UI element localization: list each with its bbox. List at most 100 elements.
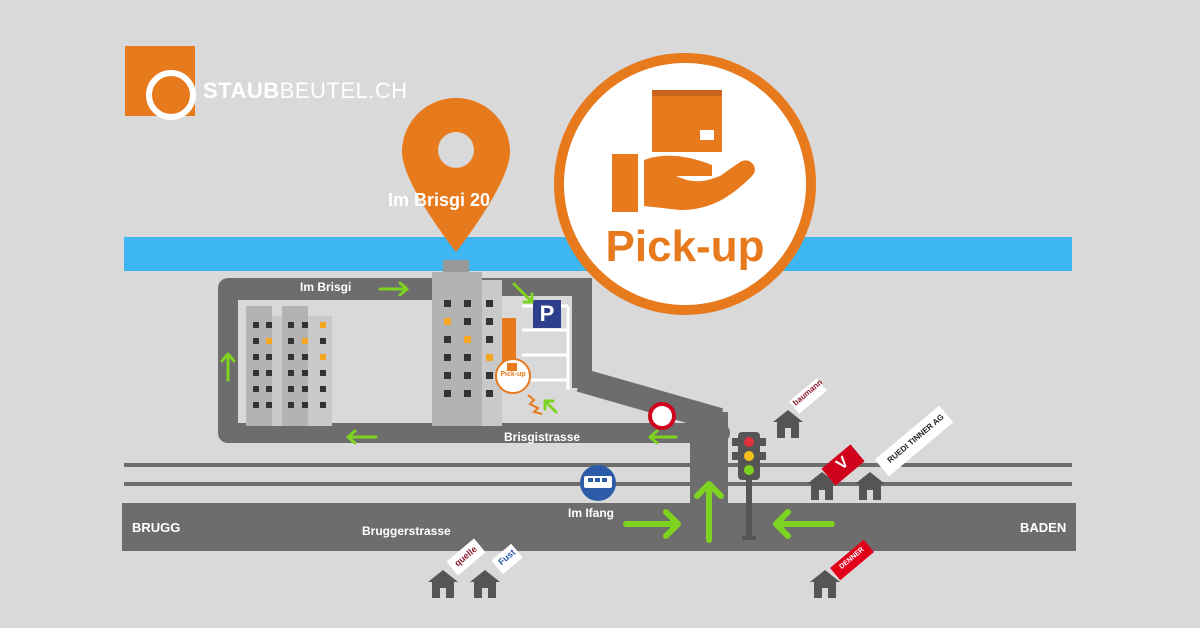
- logo: [125, 46, 196, 120]
- traffic-light-icon: [732, 432, 766, 540]
- main-building-roof: [443, 260, 469, 272]
- house-icon: [807, 472, 837, 500]
- window: [486, 354, 493, 361]
- parking-label: P: [539, 301, 555, 326]
- street-brisgistrasse: Brisgistrasse: [504, 430, 581, 444]
- window: [444, 318, 451, 325]
- address-label: Im Brisgi 20: [388, 190, 491, 210]
- main-building-side: [482, 280, 502, 426]
- window: [266, 402, 272, 408]
- shop-tag-volg: [821, 444, 865, 486]
- logo-name-regular: BEUTEL.CH: [279, 78, 408, 103]
- window: [320, 354, 326, 360]
- shop-tag-tinner: [874, 405, 954, 477]
- houses: [428, 410, 885, 598]
- window: [266, 338, 272, 344]
- pickup-door: [502, 318, 516, 362]
- bus-stop-icon: [580, 465, 616, 501]
- pickup-badge: [495, 358, 531, 394]
- window: [320, 402, 326, 408]
- window: [288, 386, 294, 392]
- main-arrows: [623, 481, 835, 543]
- window: [486, 318, 493, 325]
- hand-with-package-icon: [612, 90, 755, 212]
- window: [288, 338, 294, 344]
- direction-baden: BADEN: [1020, 520, 1067, 535]
- parking-icon: [533, 300, 561, 328]
- window: [444, 354, 451, 361]
- street-im-ifang: Im Ifang: [568, 506, 615, 520]
- window: [486, 372, 493, 379]
- east-side-road: [570, 278, 592, 388]
- window: [464, 300, 471, 307]
- window: [302, 370, 308, 376]
- pickup-zigzag: [527, 394, 543, 415]
- window: [444, 300, 451, 307]
- residential-windows: [253, 322, 326, 408]
- window: [464, 318, 471, 325]
- pickup-badge-label: Pick-up: [500, 371, 526, 378]
- arrow-icon: [220, 352, 236, 382]
- window: [320, 386, 326, 392]
- window: [320, 338, 326, 344]
- house-icon: [428, 570, 458, 598]
- window: [253, 354, 259, 360]
- shop-tag-baumann: [789, 378, 827, 414]
- window: [444, 372, 451, 379]
- logo-name-bold: STAUB: [203, 78, 280, 103]
- window: [302, 322, 308, 328]
- window: [320, 370, 326, 376]
- house-icon: [773, 410, 803, 438]
- window: [302, 354, 308, 360]
- window: [288, 322, 294, 328]
- window: [464, 354, 471, 361]
- arrow-icon: [694, 481, 724, 543]
- house-icon: [810, 570, 840, 598]
- window: [253, 370, 259, 376]
- shop-tag-fust: [491, 543, 523, 575]
- window: [444, 336, 451, 343]
- arrow-icon: [346, 429, 378, 445]
- window: [266, 322, 272, 328]
- window: [320, 322, 326, 328]
- window: [253, 338, 259, 344]
- shop-tag-denner: [830, 539, 874, 581]
- shop-tags: [446, 378, 954, 581]
- window: [253, 386, 259, 392]
- window: [302, 338, 308, 344]
- window: [266, 354, 272, 360]
- arrow-icon: [378, 281, 409, 297]
- arrow-icon: [773, 509, 835, 539]
- arrow-icon: [623, 509, 681, 539]
- window: [302, 386, 308, 392]
- pickup-label: Pick-up: [605, 222, 765, 271]
- arrow-icon: [648, 429, 678, 445]
- main-building: [432, 272, 482, 426]
- window: [288, 354, 294, 360]
- window: [288, 370, 294, 376]
- shop-tag-quelle: [446, 538, 486, 576]
- window: [486, 300, 493, 307]
- arrow-icon: [543, 399, 558, 414]
- window: [302, 402, 308, 408]
- window: [486, 336, 493, 343]
- window: [464, 372, 471, 379]
- no-entry-icon: [648, 402, 676, 430]
- house-icon: [470, 570, 500, 598]
- window: [444, 390, 451, 397]
- main-building-windows: [444, 300, 493, 397]
- arrow-icon: [512, 282, 534, 304]
- house-icon: [855, 472, 885, 500]
- street-bruggerstrasse: Bruggerstrasse: [362, 524, 451, 538]
- window: [266, 386, 272, 392]
- window: [266, 370, 272, 376]
- direction-brugg: BRUGG: [132, 520, 181, 535]
- window: [486, 390, 493, 397]
- window: [253, 322, 259, 328]
- window: [288, 402, 294, 408]
- pickup-badge-box-icon: [507, 363, 517, 371]
- window: [464, 336, 471, 343]
- traffic-arrows: [220, 281, 678, 445]
